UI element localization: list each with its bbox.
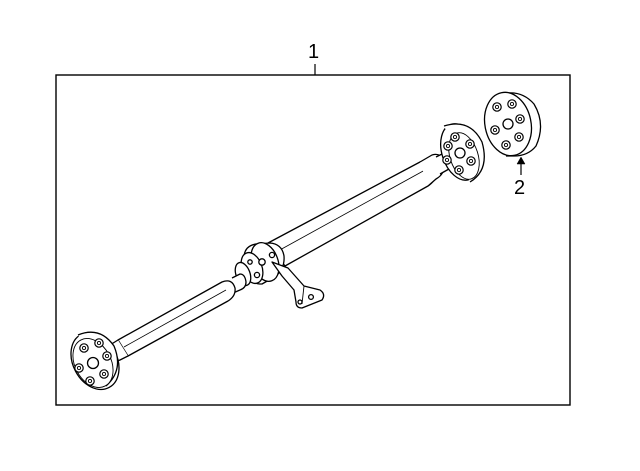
callout-2-arrow: [516, 156, 526, 175]
rear-tube: [267, 160, 437, 267]
assembly-frame: [55, 74, 571, 406]
front-tube: [117, 280, 236, 357]
support-bracket: [271, 261, 325, 309]
flex-disc: [483, 91, 542, 157]
rear-flange: [440, 123, 485, 183]
callout-2-label: 2: [514, 177, 526, 199]
center-joint: [231, 242, 285, 294]
front-flange: [70, 331, 120, 391]
callout-1-label: 1: [308, 41, 320, 63]
driveshaft: [70, 123, 485, 391]
